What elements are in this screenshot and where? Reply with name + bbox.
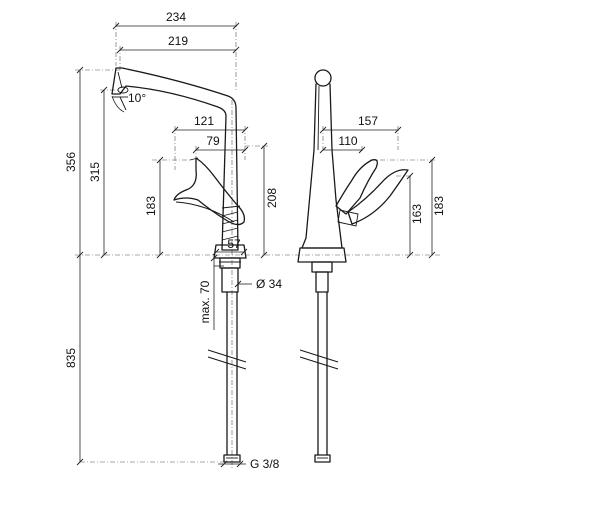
label-connection-thread: G 3/8 xyxy=(250,457,280,471)
front-view xyxy=(75,22,440,470)
label-lever-offset-front: 79 xyxy=(206,134,220,148)
label-lever-reach-side: 157 xyxy=(358,114,378,128)
label-max-deck: max. 70 xyxy=(198,280,212,323)
side-view xyxy=(297,69,436,463)
label-spout-height: 315 xyxy=(88,162,102,182)
dimension-labels: 234 219 10° 356 315 121 79 183 208 57 ma… xyxy=(64,10,446,471)
dimension-lines xyxy=(76,22,436,468)
label-lever-height-side-outer: 183 xyxy=(432,196,446,216)
label-overall-reach: 234 xyxy=(166,10,186,24)
label-lever-reach-front: 121 xyxy=(194,114,214,128)
label-body-height: 208 xyxy=(265,188,279,208)
label-total-height: 356 xyxy=(64,152,78,172)
label-base-width: 57 xyxy=(227,237,241,251)
label-hose-length: 835 xyxy=(64,348,78,368)
label-lever-height-side-inner: 163 xyxy=(410,204,424,224)
label-lever-offset-side: 110 xyxy=(338,134,357,148)
label-lever-height-front: 183 xyxy=(144,196,158,216)
label-hose-diameter: Ø 34 xyxy=(256,277,282,291)
label-spout-reach: 219 xyxy=(168,34,188,48)
label-spout-angle: 10° xyxy=(128,91,146,105)
